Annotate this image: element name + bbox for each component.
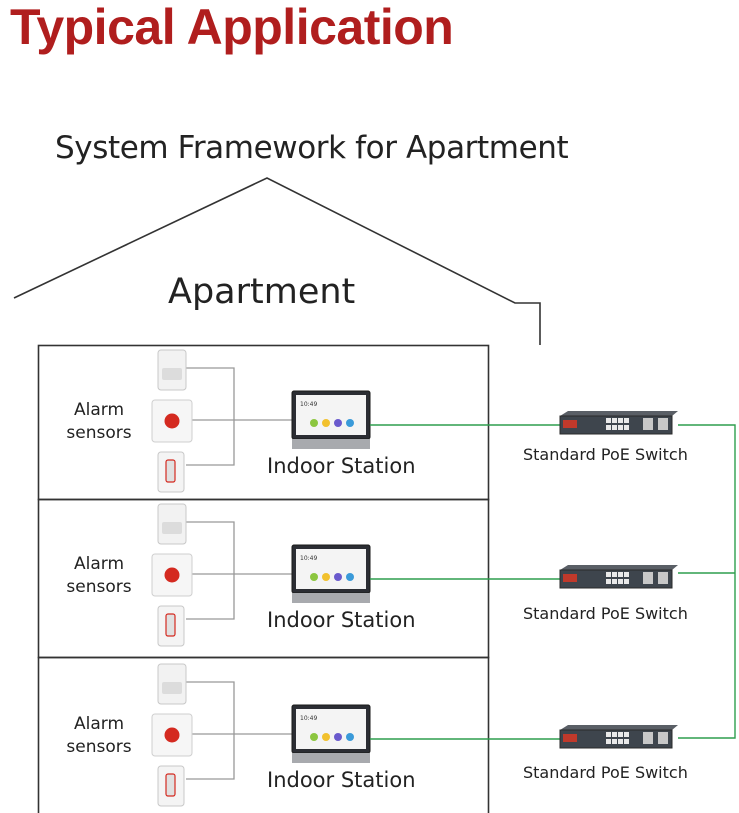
alarm-wiring [186,681,235,780]
alarm-wiring [186,367,235,466]
panic-button-icon [151,713,193,757]
alarm-sensors-label: Alarm sensors [59,553,139,599]
motion-detector-icon [157,349,187,391]
poe-switch-icon [559,411,678,435]
framework-label: System Framework for Apartment [55,130,569,166]
panic-button-icon [151,399,193,443]
poe-switch-label: Standard PoE Switch [523,604,688,623]
indoor-station-icon: 10:49 [291,390,371,449]
screen-time-text: 10:49 [300,555,317,562]
page-title: Typical Application [10,0,454,55]
indoor-station-icon: 10:49 [291,544,371,603]
poe-switch-icon [559,725,678,749]
indoor-station-label: Indoor Station [267,454,416,478]
poe-switch-icon [559,565,678,589]
indoor-station-label: Indoor Station [267,608,416,632]
alarm-label-line-1: Alarm [73,714,125,734]
alarm-sensors-label: Alarm sensors [59,713,139,759]
motion-detector-icon [157,503,187,545]
apartment-label: Apartment [168,272,356,312]
roof-outline [13,177,541,345]
alarm-label-line-2: sensors [66,737,132,757]
poe-switch-label: Standard PoE Switch [523,763,688,782]
indoor-station-icon: 10:49 [291,704,371,763]
screen-time-text: 10:49 [300,401,317,408]
door-contact-icon [157,765,185,807]
motion-detector-icon [157,663,187,705]
door-contact-icon [157,605,185,647]
alarm-sensors-label: Alarm sensors [59,399,139,445]
alarm-label-line-2: sensors [66,423,132,443]
screen-time-text: 10:49 [300,715,317,722]
poe-switch-label: Standard PoE Switch [523,445,688,464]
backbone-line [678,424,736,739]
panic-button-icon [151,553,193,597]
alarm-label-line-1: Alarm [73,400,125,420]
door-contact-icon [157,451,185,493]
floor-box-3 [37,656,490,813]
alarm-label-line-1: Alarm [73,554,125,574]
indoor-station-label: Indoor Station [267,768,416,792]
alarm-label-line-2: sensors [66,577,132,597]
alarm-wiring [186,521,235,620]
